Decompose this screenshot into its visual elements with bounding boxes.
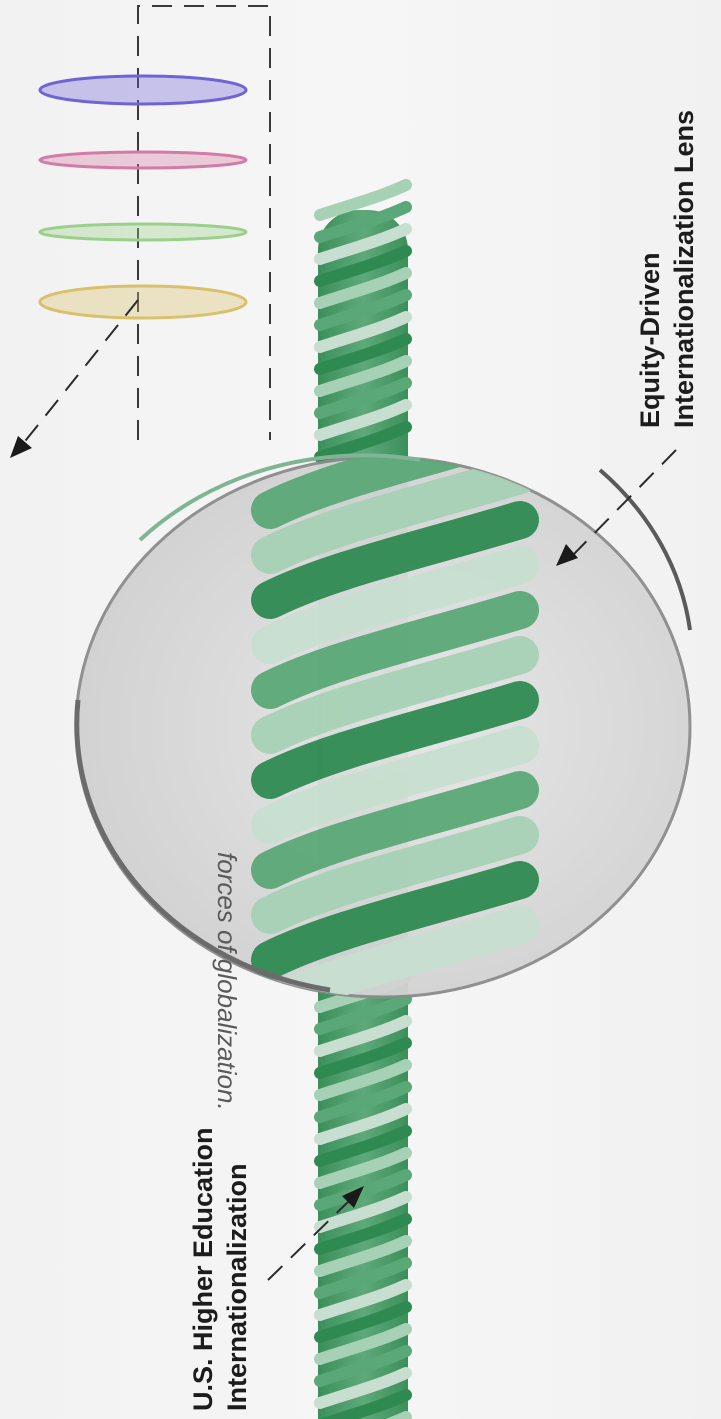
- lens-layer-4: [40, 286, 246, 318]
- lens-layer-1: [40, 76, 246, 104]
- lens: [76, 430, 690, 1005]
- lens-layer-3: [40, 224, 246, 240]
- lens-label: Equity-Driven Internationalization Lens: [633, 110, 701, 428]
- lens-layers: [40, 76, 246, 318]
- lens-layer-2: [40, 152, 246, 168]
- layers-arrow: [10, 300, 138, 458]
- base-label-line-2: Internationalization: [220, 1127, 254, 1411]
- base-label-line-1: U.S. Higher Education: [186, 1127, 220, 1411]
- lens-label-line-1: Equity-Driven: [633, 110, 667, 428]
- lens-label-line-2: Internationalization Lens: [667, 110, 701, 428]
- caption-text: forces of globalization.: [211, 852, 242, 1111]
- base-label: U.S. Higher Education Internationalizati…: [186, 1127, 254, 1411]
- caption-line: forces of globalization.: [212, 852, 242, 1111]
